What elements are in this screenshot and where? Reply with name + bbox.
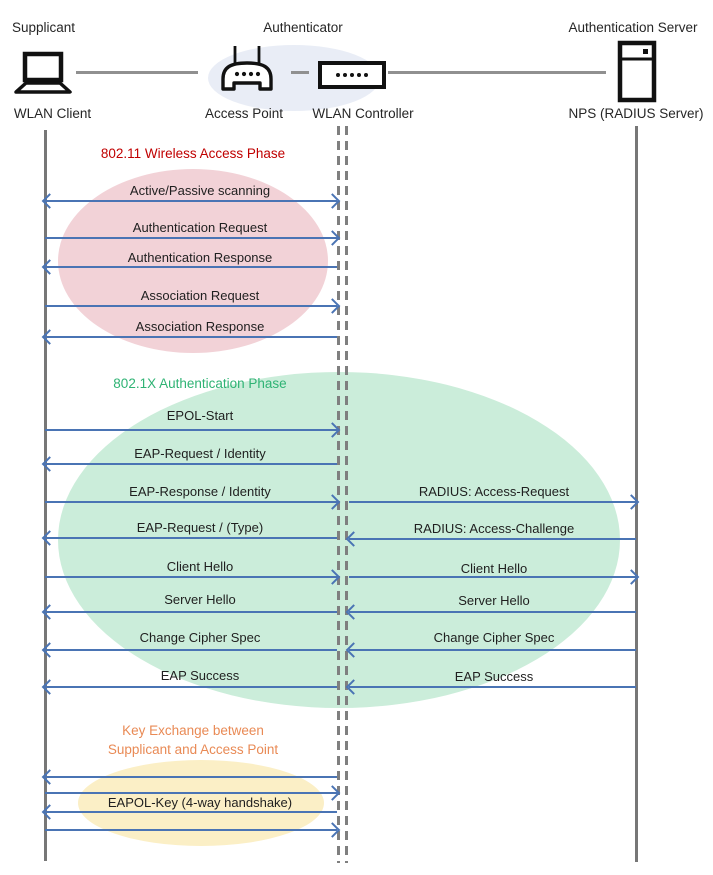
message-label: EAP-Response / Identity [129, 484, 271, 499]
message-arrow-right [45, 501, 337, 504]
message-label: EAP-Request / (Type) [136, 520, 264, 535]
message-arrow-left [45, 611, 337, 614]
role-authenticator: Authenticator [263, 20, 343, 35]
message-arrow-both [45, 200, 337, 203]
phase3-title-line2: Supplicant and Access Point [107, 741, 279, 757]
message-label: Association Request [140, 288, 260, 303]
message-label: Authentication Response [127, 250, 273, 265]
message-arrow-right [45, 237, 337, 240]
message-label: Server Hello [458, 593, 530, 608]
message-arrow-left [349, 538, 636, 541]
message-label: RADIUS: Access-Request [418, 484, 570, 499]
role-authentication-server: Authentication Server [568, 20, 698, 35]
lifeline-wlan-controller [345, 126, 348, 863]
message-label: EAPOL-Key (4-way handshake) [107, 795, 293, 810]
phase3-title-line1: Key Exchange between [122, 723, 264, 738]
message-arrow-right [45, 576, 337, 579]
phase2-title: 802.1X Authentication Phase [113, 376, 287, 391]
node-label-wlan-client: WLAN Client [13, 106, 92, 121]
message-label: EPOL-Start [166, 408, 234, 423]
message-label: Server Hello [164, 592, 236, 607]
message-arrow-left [45, 266, 337, 269]
message-arrow-right [349, 501, 636, 504]
message-arrow-right [45, 829, 337, 832]
role-supplicant: Supplicant [12, 20, 76, 35]
phase3-ellipse [78, 760, 324, 846]
message-arrow-right [349, 576, 636, 579]
server-icon [617, 40, 657, 103]
access-point-icon [215, 43, 279, 99]
message-label: EAP Success [160, 668, 240, 683]
message-label: Change Cipher Spec [433, 630, 555, 645]
message-arrow-left [349, 611, 636, 614]
message-label: Client Hello [460, 561, 528, 576]
wlan-controller-icon [318, 61, 386, 89]
message-label: Active/Passive scanning [129, 183, 271, 198]
connector-line [76, 71, 198, 74]
message-label: Client Hello [166, 559, 234, 574]
phase1-title: 802.11 Wireless Access Phase [100, 146, 286, 161]
laptop-icon [12, 51, 76, 96]
node-label-nps-radius: NPS (RADIUS Server) [568, 106, 704, 121]
lifeline-radius-server [635, 126, 638, 862]
message-label: Authentication Request [132, 220, 268, 235]
message-label: Change Cipher Spec [139, 630, 261, 645]
message-arrow-left [45, 463, 337, 466]
lifeline-wlan-client [44, 130, 47, 861]
message-arrow-left [349, 649, 636, 652]
message-arrow-left [349, 686, 636, 689]
message-arrow-left [45, 811, 337, 814]
message-arrow-right [45, 305, 337, 308]
phase3-title: Key Exchange between Supplicant and Acce… [88, 722, 298, 759]
message-arrow-left [45, 336, 337, 339]
message-arrow-left [45, 649, 337, 652]
message-arrow-left [45, 776, 337, 779]
node-label-wlan-controller: WLAN Controller [312, 106, 414, 121]
message-label: EAP Success [454, 669, 534, 684]
connector-line [388, 71, 606, 74]
message-arrow-right [45, 429, 337, 432]
message-label: RADIUS: Access-Challenge [413, 521, 575, 536]
message-arrow-right [45, 792, 337, 795]
message-arrow-left [45, 686, 337, 689]
message-label: Association Response [135, 319, 265, 334]
message-arrow-left [45, 537, 337, 540]
node-label-access-point: Access Point [204, 106, 284, 121]
connector-dash [291, 71, 309, 74]
lifeline-access-point [337, 126, 340, 863]
message-label: EAP-Request / Identity [134, 446, 266, 461]
